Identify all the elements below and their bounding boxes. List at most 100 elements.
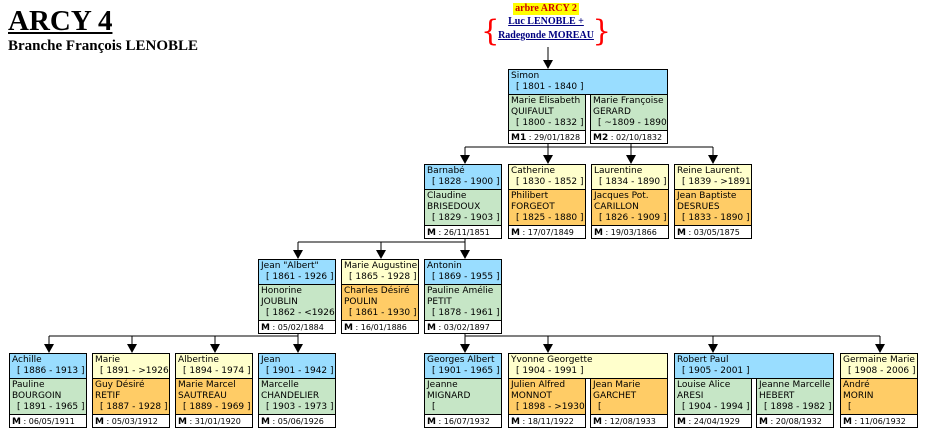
marriage-date-value: 02/10/1832 — [616, 133, 663, 142]
person-box[interactable]: Jean[ 1901 - 1942 ] — [258, 353, 336, 379]
spouse-dates: [ 1878 - 1961 ] — [432, 308, 500, 318]
spouse-name: Pauline — [12, 380, 45, 390]
marriage-date: M1 : 29/01/1828 — [508, 130, 586, 144]
person-box[interactable]: Laurentine[ 1834 - 1890 ] — [591, 164, 669, 190]
person-name: Robert Paul — [677, 355, 729, 365]
marriage-label: M — [677, 417, 686, 427]
marriage-date-value: 03/05/1875 — [693, 228, 740, 237]
person-card-reine[interactable]: Reine Laurent.[ 1839 - >1891 ]Jean Bapti… — [674, 164, 752, 241]
parent-tree-link[interactable]: arbre ARCY 2 { } Luc LENOBLE + Radegonde… — [481, 3, 611, 48]
person-box[interactable]: Reine Laurent.[ 1839 - >1891 ] — [674, 164, 752, 190]
person-box[interactable]: Georges Albert[ 1901 - 1965 ] — [424, 353, 502, 379]
marriage-label: M — [511, 417, 520, 427]
spouse-dates: [ — [848, 402, 852, 412]
spouse-dates: [ 1898 - >1930 ] — [516, 402, 586, 412]
person-box[interactable]: Jean "Albert"[ 1861 - 1926 ] — [258, 259, 336, 285]
spouse-box[interactable]: Jacques Pot.CARILLON[ 1826 - 1909 ] — [591, 189, 669, 226]
spouse-surname: HEBERT — [759, 391, 795, 401]
spouse-surname: MONNOT — [511, 391, 552, 401]
parent-couple-line2[interactable]: Radegonde MOREAU — [498, 30, 594, 41]
person-box[interactable]: Marie Augustine[ 1865 - 1928 ] — [341, 259, 419, 285]
spouse-name: Guy Désiré — [95, 380, 145, 390]
spouse-name: Julien Alfred — [511, 380, 566, 390]
spouse-dates: [ 1800 - 1832 ] — [516, 118, 584, 128]
person-box[interactable]: Barnabé[ 1828 - 1900 ] — [424, 164, 502, 190]
page-title: ARCY 4 — [8, 5, 113, 37]
spouse-name: Louise Alice — [677, 380, 731, 390]
spouse-name: Marie Marcel — [178, 380, 236, 390]
marriage-label: M — [594, 228, 603, 238]
person-card-laurentine[interactable]: Laurentine[ 1834 - 1890 ]Jacques Pot.CAR… — [591, 164, 669, 241]
person-box[interactable]: Albertine[ 1894 - 1974 ] — [175, 353, 253, 379]
spouse-surname: SAUTREAU — [178, 391, 227, 401]
person-name: Georges Albert — [427, 355, 495, 365]
person-box[interactable]: Yvonne Georgette[ 1904 - 1991 ] — [508, 353, 668, 379]
person-box[interactable]: Robert Paul[ 1905 - 2001 ] — [674, 353, 834, 379]
spouse-name: Jeanne Marcelle — [759, 380, 831, 390]
spouse-surname: ARESI — [677, 391, 704, 401]
marriage-date-value: 06/05/1911 — [28, 417, 75, 426]
marriage-label: M — [261, 417, 270, 427]
spouse-surname: POULIN — [344, 297, 378, 307]
person-box[interactable]: Simon[ 1801 - 1840 ] — [508, 69, 668, 95]
person-dates: [ 1901 - 1965 ] — [432, 366, 500, 376]
connector-arrow-13 — [708, 155, 718, 164]
spouse-dates: [ 1904 - 1994 ] — [682, 402, 750, 412]
connector-arrow-5 — [460, 155, 470, 164]
marriage-date-value: 05/02/1884 — [277, 323, 324, 332]
person-box[interactable]: Catherine[ 1830 - 1852 ] — [508, 164, 586, 190]
person-name: Reine Laurent. — [677, 166, 743, 176]
marriage-date-value: 29/01/1828 — [534, 133, 581, 142]
spouse-surname: PETIT — [427, 297, 452, 307]
person-name: Germaine Marie — [843, 355, 915, 365]
person-card-yvonne[interactable]: Yvonne Georgette[ 1904 - 1991 ]Julien Al… — [508, 353, 668, 430]
spouse-surname: CHANDELIER — [261, 391, 320, 401]
connector-arrow-39 — [708, 344, 718, 353]
spouse-surname: CARILLON — [594, 202, 639, 212]
person-card-marieaug[interactable]: Marie Augustine[ 1865 - 1928 ]Charles Dé… — [341, 259, 419, 336]
left-brace: { — [481, 14, 500, 48]
person-name: Catherine — [511, 166, 556, 176]
spouse-name: Jean Marie — [593, 380, 641, 390]
person-box[interactable]: Germaine Marie[ 1908 - 2006 ] — [840, 353, 918, 379]
parent-couple-line1[interactable]: Luc LENOBLE + — [508, 16, 584, 27]
person-box[interactable]: Achille[ 1886 - 1913 ] — [9, 353, 87, 379]
marriage-date: M : 06/05/1911 — [9, 414, 87, 428]
person-box[interactable]: Marie[ 1891 - >1926 ] — [92, 353, 170, 379]
spouse-dates: [ — [432, 402, 436, 412]
marriage-date-value: 11/06/1932 — [859, 417, 906, 426]
person-box[interactable]: Antonin[ 1869 - 1955 ] — [424, 259, 502, 285]
person-dates: [ 1908 - 2006 ] — [848, 366, 916, 376]
